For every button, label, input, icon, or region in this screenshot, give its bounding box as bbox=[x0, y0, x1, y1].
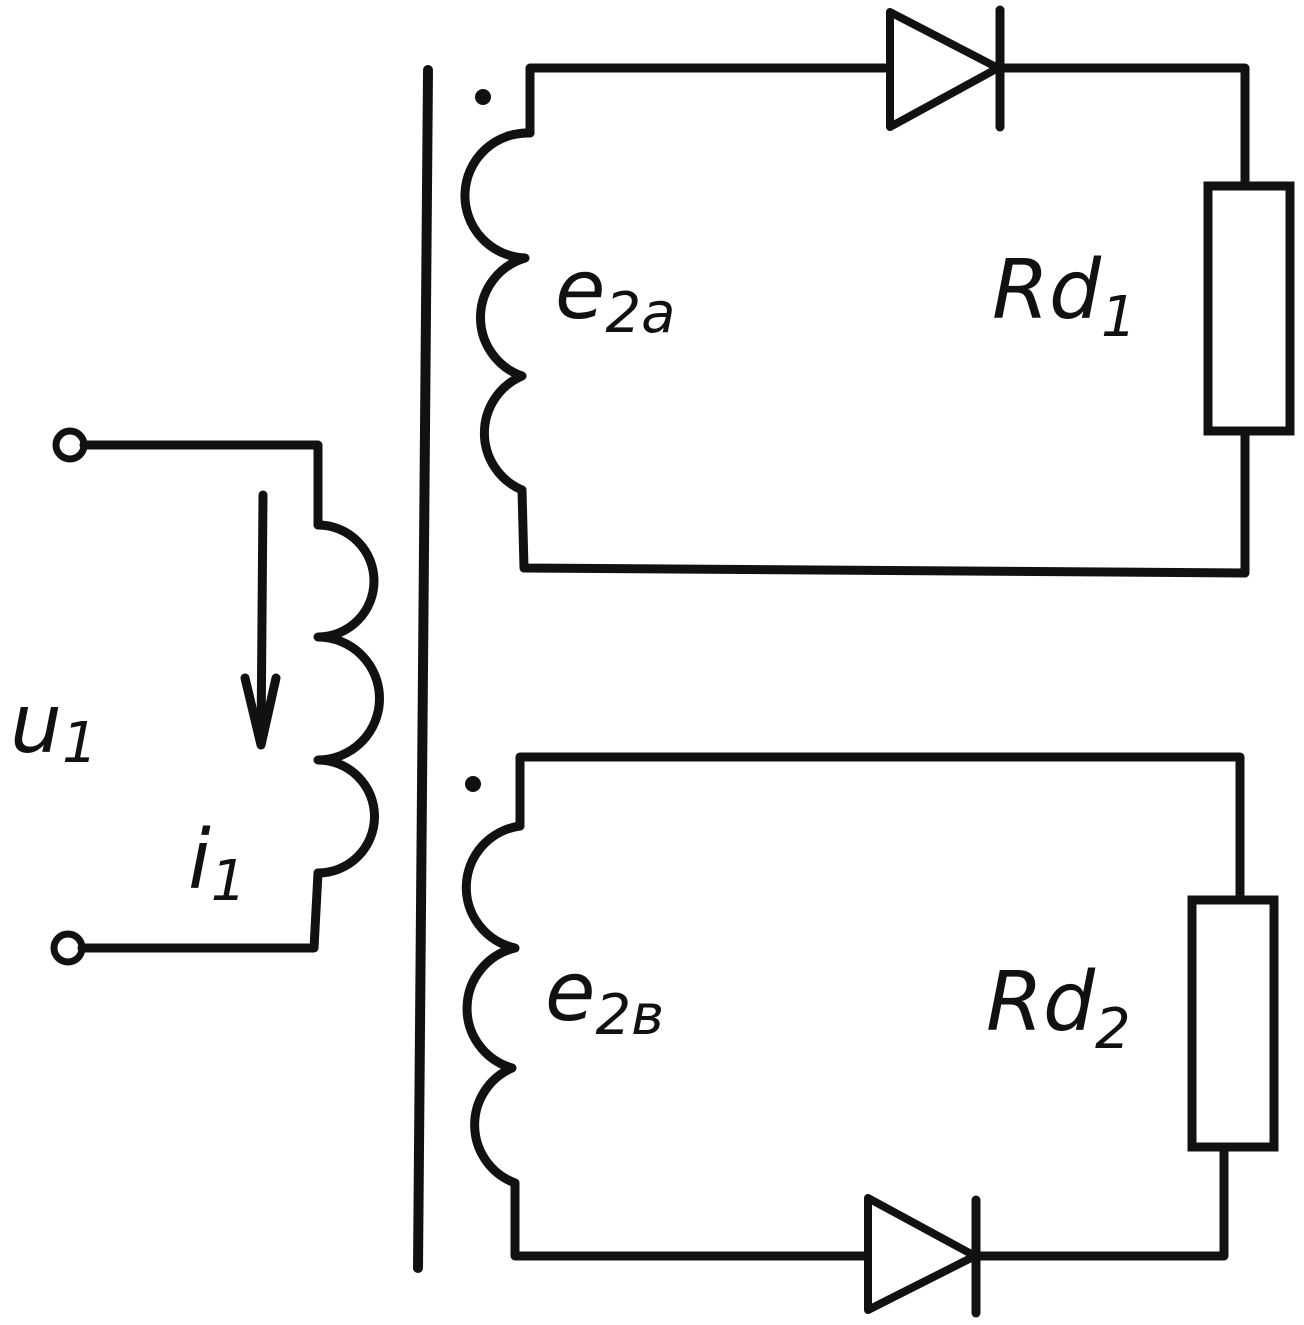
resistor-rd2 bbox=[1187, 895, 1279, 1152]
secondary-circuit-b bbox=[461, 752, 1279, 1318]
current-arrow-head bbox=[240, 673, 281, 750]
primary-lead-bottom bbox=[77, 868, 323, 953]
winding-a-lead-top bbox=[525, 63, 890, 138]
winding-a-label: e2a bbox=[555, 243, 675, 346]
winding-b-label: e2в bbox=[545, 945, 664, 1048]
resistor-rd1 bbox=[1203, 181, 1295, 436]
winding-b-lead-bottom bbox=[510, 1178, 873, 1261]
winding-a-coil bbox=[460, 128, 535, 495]
polarity-dot-b bbox=[465, 776, 481, 792]
input-voltage-label: u1 bbox=[10, 677, 98, 776]
load-2-lead-bottom bbox=[973, 1143, 1229, 1261]
primary-lead-top bbox=[79, 440, 323, 530]
primary-coil bbox=[313, 520, 384, 878]
polarity-dot-a bbox=[475, 89, 491, 105]
input-current-label: i1 bbox=[188, 813, 246, 914]
transformer-core bbox=[413, 65, 433, 1273]
primary-circuit bbox=[50, 427, 384, 966]
winding-b-coil bbox=[461, 821, 525, 1188]
load-1-label: Rd1 bbox=[992, 243, 1137, 350]
diode-1 bbox=[886, 8, 1002, 131]
diode-2 bbox=[864, 1194, 979, 1314]
load-2-label: Rd2 bbox=[986, 955, 1131, 1062]
winding-b-lead-top bbox=[515, 752, 1245, 905]
secondary-circuit-a bbox=[460, 5, 1295, 578]
load-1-lead-top bbox=[995, 63, 1250, 190]
current-arrow-shaft bbox=[256, 490, 268, 747]
winding-a-lead-bottom bbox=[517, 427, 1250, 578]
